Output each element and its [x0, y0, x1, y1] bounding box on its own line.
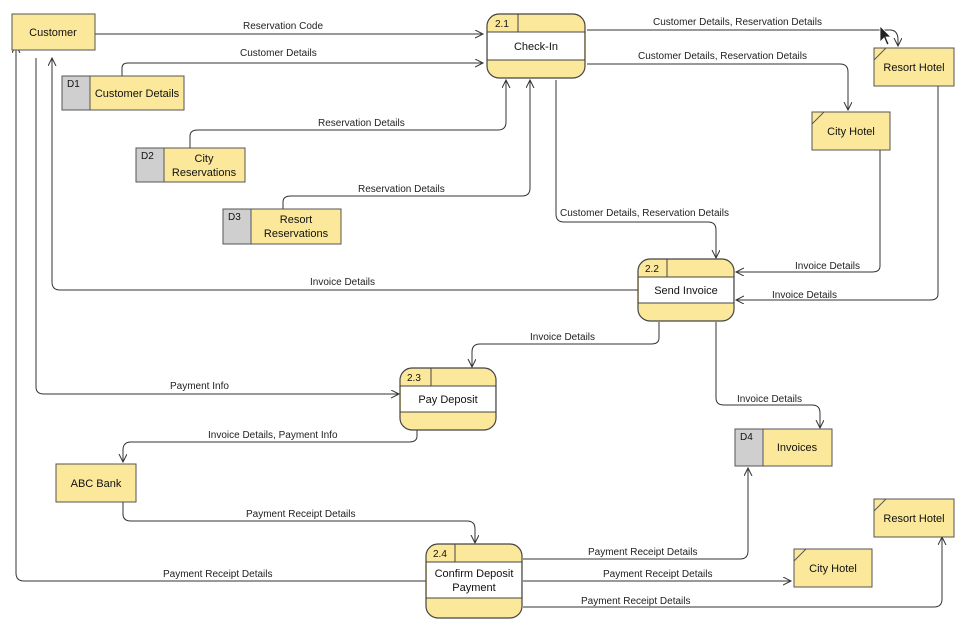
flow-confirm-to-d4[interactable] — [523, 468, 748, 560]
store-d3-name-line1: Resort — [280, 214, 312, 226]
flow-label-cust-res-resort: Customer Details, Reservation Details — [653, 17, 822, 28]
flow-payment-info[interactable] — [35, 58, 399, 394]
process-check-in[interactable]: 2.1 Check-In — [486, 13, 586, 79]
process-confirm-id: 2.4 — [433, 549, 447, 560]
store-d2-name-line2: Reservations — [172, 167, 237, 179]
flow-label-res-details-resort: Reservation Details — [358, 184, 445, 195]
flow-invoice-to-pay-deposit[interactable] — [472, 322, 660, 367]
store-d2-city-reservations[interactable]: D2 City Reservations — [135, 147, 246, 183]
flow-confirm-to-resort[interactable] — [523, 537, 942, 608]
entity-city-hotel-bottom[interactable]: City Hotel — [793, 548, 873, 588]
entity-resort-hotel-top[interactable]: Resort Hotel — [873, 47, 955, 87]
flow-resort-to-send-invoice[interactable] — [736, 86, 939, 300]
flow-label-cust-res-to-22: Customer Details, Reservation Details — [560, 208, 729, 219]
flow-label-invoice-payment-bank: Invoice Details, Payment Info — [208, 430, 338, 441]
flow-label-reservation-code: Reservation Code — [243, 21, 323, 32]
flow-invoice-to-customer[interactable] — [52, 58, 638, 291]
flow-label-payment-info: Payment Info — [170, 381, 229, 392]
store-d2-id: D2 — [141, 151, 154, 162]
flow-checkin-to-city[interactable] — [587, 63, 848, 110]
process-check-in-id: 2.1 — [495, 19, 509, 30]
entity-abc-bank[interactable]: ABC Bank — [55, 463, 137, 503]
flow-label-invoice-city: Invoice Details — [795, 261, 860, 272]
process-send-invoice-id: 2.2 — [645, 264, 659, 275]
flow-invoice-to-d4[interactable] — [715, 322, 820, 428]
flow-label-cust-res-city: Customer Details, Reservation Details — [638, 51, 807, 62]
store-d4-name: Invoices — [777, 442, 818, 454]
store-d1-name: Customer Details — [95, 88, 180, 100]
flow-label-payment-receipt-bank: Payment Receipt Details — [246, 509, 356, 520]
store-d2-name-line1: City — [195, 153, 214, 165]
flow-city-to-send-invoice[interactable] — [736, 150, 881, 272]
process-confirm-deposit-payment[interactable]: 2.4 Confirm Deposit Payment — [425, 543, 523, 619]
process-check-in-name: Check-In — [514, 41, 558, 53]
entity-abc-bank-label: ABC Bank — [71, 478, 122, 490]
store-d4-id: D4 — [740, 432, 753, 443]
flow-checkin-to-resort[interactable] — [587, 29, 898, 46]
process-confirm-name-line2: Payment — [452, 582, 495, 594]
store-d3-id: D3 — [228, 212, 241, 223]
process-send-invoice-name: Send Invoice — [654, 285, 718, 297]
entity-city-hotel-bottom-label: City Hotel — [809, 563, 857, 575]
flow-label-payment-receipt-d4: Payment Receipt Details — [588, 547, 698, 558]
store-d3-name-line2: Reservations — [264, 228, 329, 240]
flow-d3-to-checkin[interactable] — [282, 80, 530, 209]
flow-label-invoice-to-23: Invoice Details — [530, 332, 595, 343]
process-confirm-name-line1: Confirm Deposit — [435, 568, 514, 580]
entity-city-hotel-top-label: City Hotel — [827, 126, 875, 138]
entity-resort-hotel-bottom-label: Resort Hotel — [883, 513, 944, 525]
store-d1-customer-details[interactable]: D1 Customer Details — [61, 75, 185, 111]
store-d3-resort-reservations[interactable]: D3 Resort Reservations — [222, 208, 342, 245]
flow-label-res-details-city: Reservation Details — [318, 118, 405, 129]
process-pay-deposit-id: 2.3 — [407, 373, 421, 384]
store-d1-id: D1 — [67, 79, 80, 90]
entity-customer-label: Customer — [29, 27, 77, 39]
entity-customer[interactable]: Customer — [11, 13, 96, 51]
flow-d2-to-checkin[interactable] — [189, 80, 506, 148]
entity-resort-hotel-bottom[interactable]: Resort Hotel — [873, 498, 955, 538]
flow-label-customer-details: Customer Details — [240, 48, 317, 59]
flow-label-invoice-resort: Invoice Details — [772, 290, 837, 301]
process-pay-deposit[interactable]: 2.3 Pay Deposit — [399, 367, 497, 431]
mouse-cursor-icon — [879, 25, 892, 46]
flow-bank-to-confirm[interactable] — [122, 502, 475, 543]
entity-city-hotel-top[interactable]: City Hotel — [811, 111, 891, 151]
process-send-invoice[interactable]: 2.2 Send Invoice — [637, 258, 735, 322]
store-d4-invoices[interactable]: D4 Invoices — [734, 428, 833, 467]
flow-label-invoice-customer: Invoice Details — [310, 277, 375, 288]
flow-pay-deposit-to-bank[interactable] — [123, 430, 418, 462]
flow-checkin-to-send-invoice[interactable] — [555, 80, 716, 258]
flow-confirm-to-customer[interactable] — [16, 45, 427, 582]
flow-label-invoice-to-d4: Invoice Details — [737, 394, 802, 405]
process-pay-deposit-name: Pay Deposit — [418, 394, 477, 406]
flow-customer-details-d1[interactable] — [121, 63, 483, 76]
flow-label-payment-receipt-resort: Payment Receipt Details — [581, 596, 691, 607]
flow-label-payment-receipt-city: Payment Receipt Details — [603, 569, 713, 580]
entity-resort-hotel-top-label: Resort Hotel — [883, 62, 944, 74]
flow-label-payment-receipt-customer: Payment Receipt Details — [163, 569, 273, 580]
